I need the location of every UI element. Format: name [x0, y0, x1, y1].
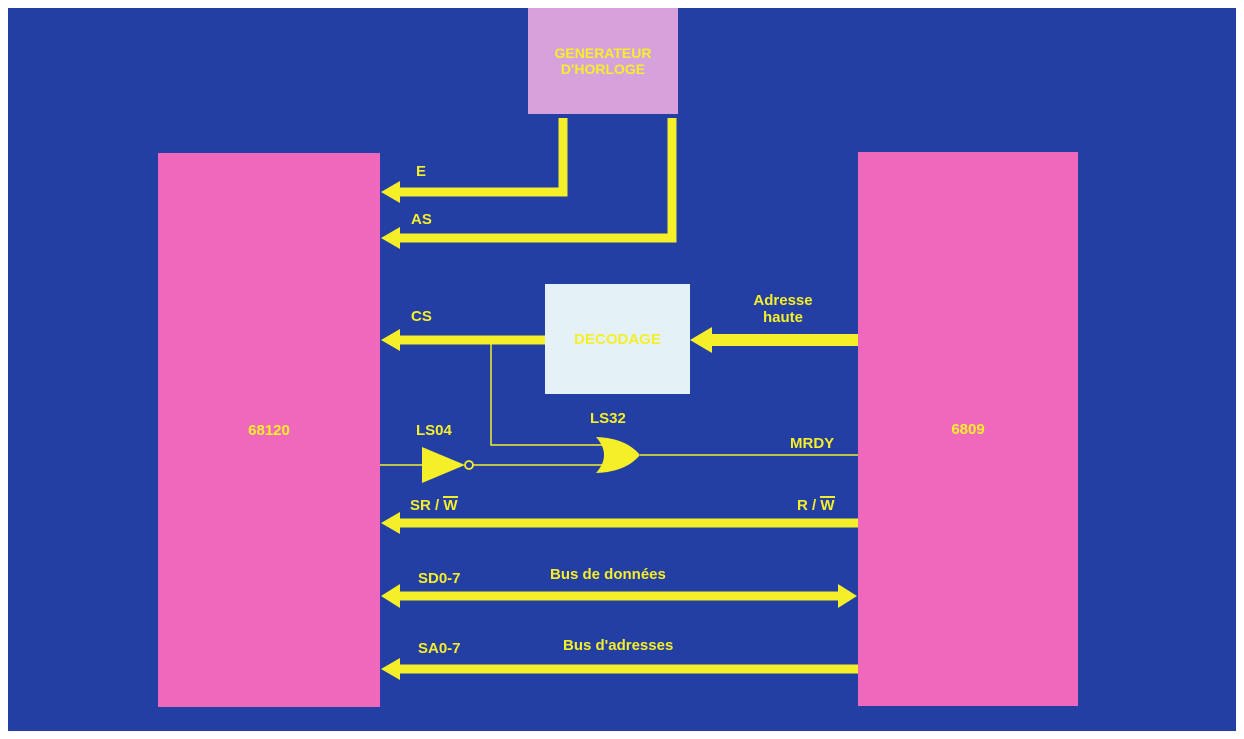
address-high-line2: haute [762, 309, 803, 326]
inverter-bubble [464, 460, 474, 470]
arrow-address-bus [381, 658, 400, 680]
signal-e-label: E [416, 163, 427, 180]
signal-sd-label: SD0-7 [418, 570, 461, 587]
inverter-label: LS04 [416, 422, 452, 439]
clock-label-line1: GENERATEUR [554, 45, 652, 61]
arrow-rw [381, 512, 400, 534]
chip-68120-label: 68120 [248, 421, 290, 439]
arrow-e [381, 181, 400, 203]
r-w-prefix: R / [797, 497, 817, 514]
arrow-cs [381, 329, 400, 351]
or-gate-label: LS32 [590, 410, 626, 427]
wire-cs-tap [490, 340, 614, 446]
chip-68120-block: 68120 [158, 153, 380, 707]
signal-sr-w-label: SR / W [410, 496, 458, 514]
chip-6809-block: 6809 [858, 152, 1078, 706]
signal-cs-label: CS [411, 308, 432, 325]
arrow-data-bus-right [838, 584, 857, 608]
clock-generator-block: GENERATEUR D'HORLOGE [528, 8, 678, 114]
arrow-data-bus-left [381, 584, 400, 608]
signal-as-label: AS [411, 211, 432, 228]
inverter-gate-symbol [422, 447, 465, 483]
r-w-overbar: W [820, 496, 835, 514]
or-gate-symbol [596, 437, 640, 473]
arrow-address-high [690, 327, 712, 353]
signal-sa-label: SA0-7 [418, 640, 461, 657]
clock-label-line2: D'HORLOGE [560, 61, 646, 77]
address-bus-label: Bus d'adresses [563, 637, 674, 654]
wire-as [397, 118, 677, 243]
decoder-block: DECODAGE [545, 284, 690, 394]
address-high-label: Adresse haute [746, 292, 820, 326]
wire-e [397, 118, 568, 197]
arrow-as [381, 227, 400, 249]
sr-w-overbar: W [443, 496, 458, 514]
decoder-label: DECODAGE [574, 330, 661, 348]
chip-6809-label: 6809 [951, 420, 985, 438]
address-high-line1: Adresse [753, 292, 813, 309]
signal-mrdy-label: MRDY [790, 435, 835, 452]
sr-w-prefix: SR / [410, 497, 440, 514]
data-bus-label: Bus de données [550, 566, 666, 583]
signal-r-w-label: R / W [797, 496, 835, 514]
